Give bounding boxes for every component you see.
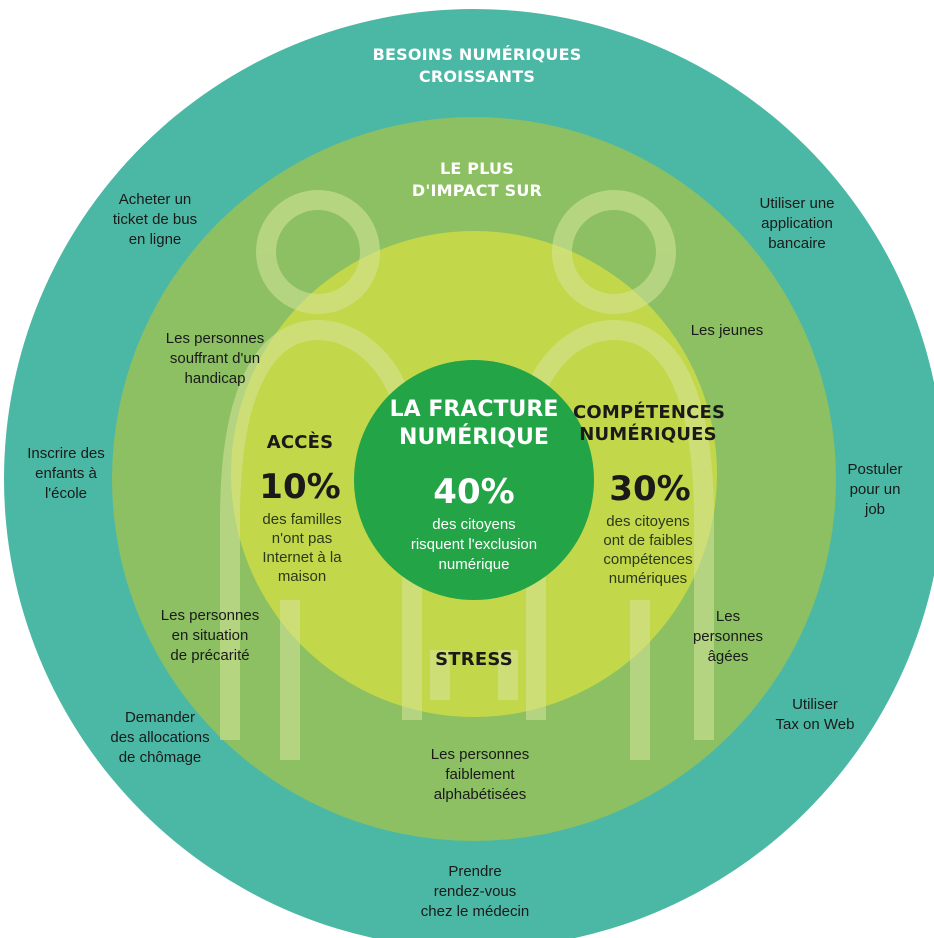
group-low-literacy: Les personnes faiblement alphabétisées <box>430 746 530 803</box>
access-description: des familles n'ont pas Internet à la mai… <box>262 511 342 585</box>
task-job-application: Postuler pour un job <box>847 461 903 518</box>
skills-percent: 30% <box>609 469 691 509</box>
task-unemployment-benefits: Demander des allocations de chômage <box>110 709 210 766</box>
stress-label: STRESS <box>435 649 513 670</box>
middle-ring-title: LE PLUS D'IMPACT SUR <box>411 159 543 200</box>
group-precarious: Les personnes en situation de précarité <box>160 607 260 664</box>
task-banking-app: Utiliser une application bancaire <box>759 195 835 252</box>
center-description: des citoyens risquent l'exclusion numéri… <box>410 516 538 573</box>
task-tax-on-web: Utiliser Tax on Web <box>775 696 855 733</box>
outer-ring-title: BESOINS NUMÉRIQUES CROISSANTS <box>372 45 582 86</box>
skills-description: des citoyens ont de faibles compétences … <box>603 513 693 587</box>
task-doctor-appointment: Prendre rendez-vous chez le médecin <box>420 863 530 920</box>
group-disabled: Les personnes souffrant d'un handicap <box>165 330 265 387</box>
access-title: ACCÈS <box>266 432 334 453</box>
access-percent: 10% <box>259 467 341 507</box>
task-bus-ticket: Acheter un ticket de bus en ligne <box>112 191 198 248</box>
center-percent: 40% <box>433 472 515 512</box>
skills-title: COMPÉTENCES NUMÉRIQUES <box>573 402 726 445</box>
center-title: LA FRACTURE NUMÉRIQUE <box>389 397 559 450</box>
task-school-enrolment: Inscrire des enfants à l'école <box>27 445 105 502</box>
center-circle <box>354 360 594 600</box>
group-elderly: Les personnes âgées <box>692 608 764 665</box>
group-young: Les jeunes <box>690 322 764 339</box>
